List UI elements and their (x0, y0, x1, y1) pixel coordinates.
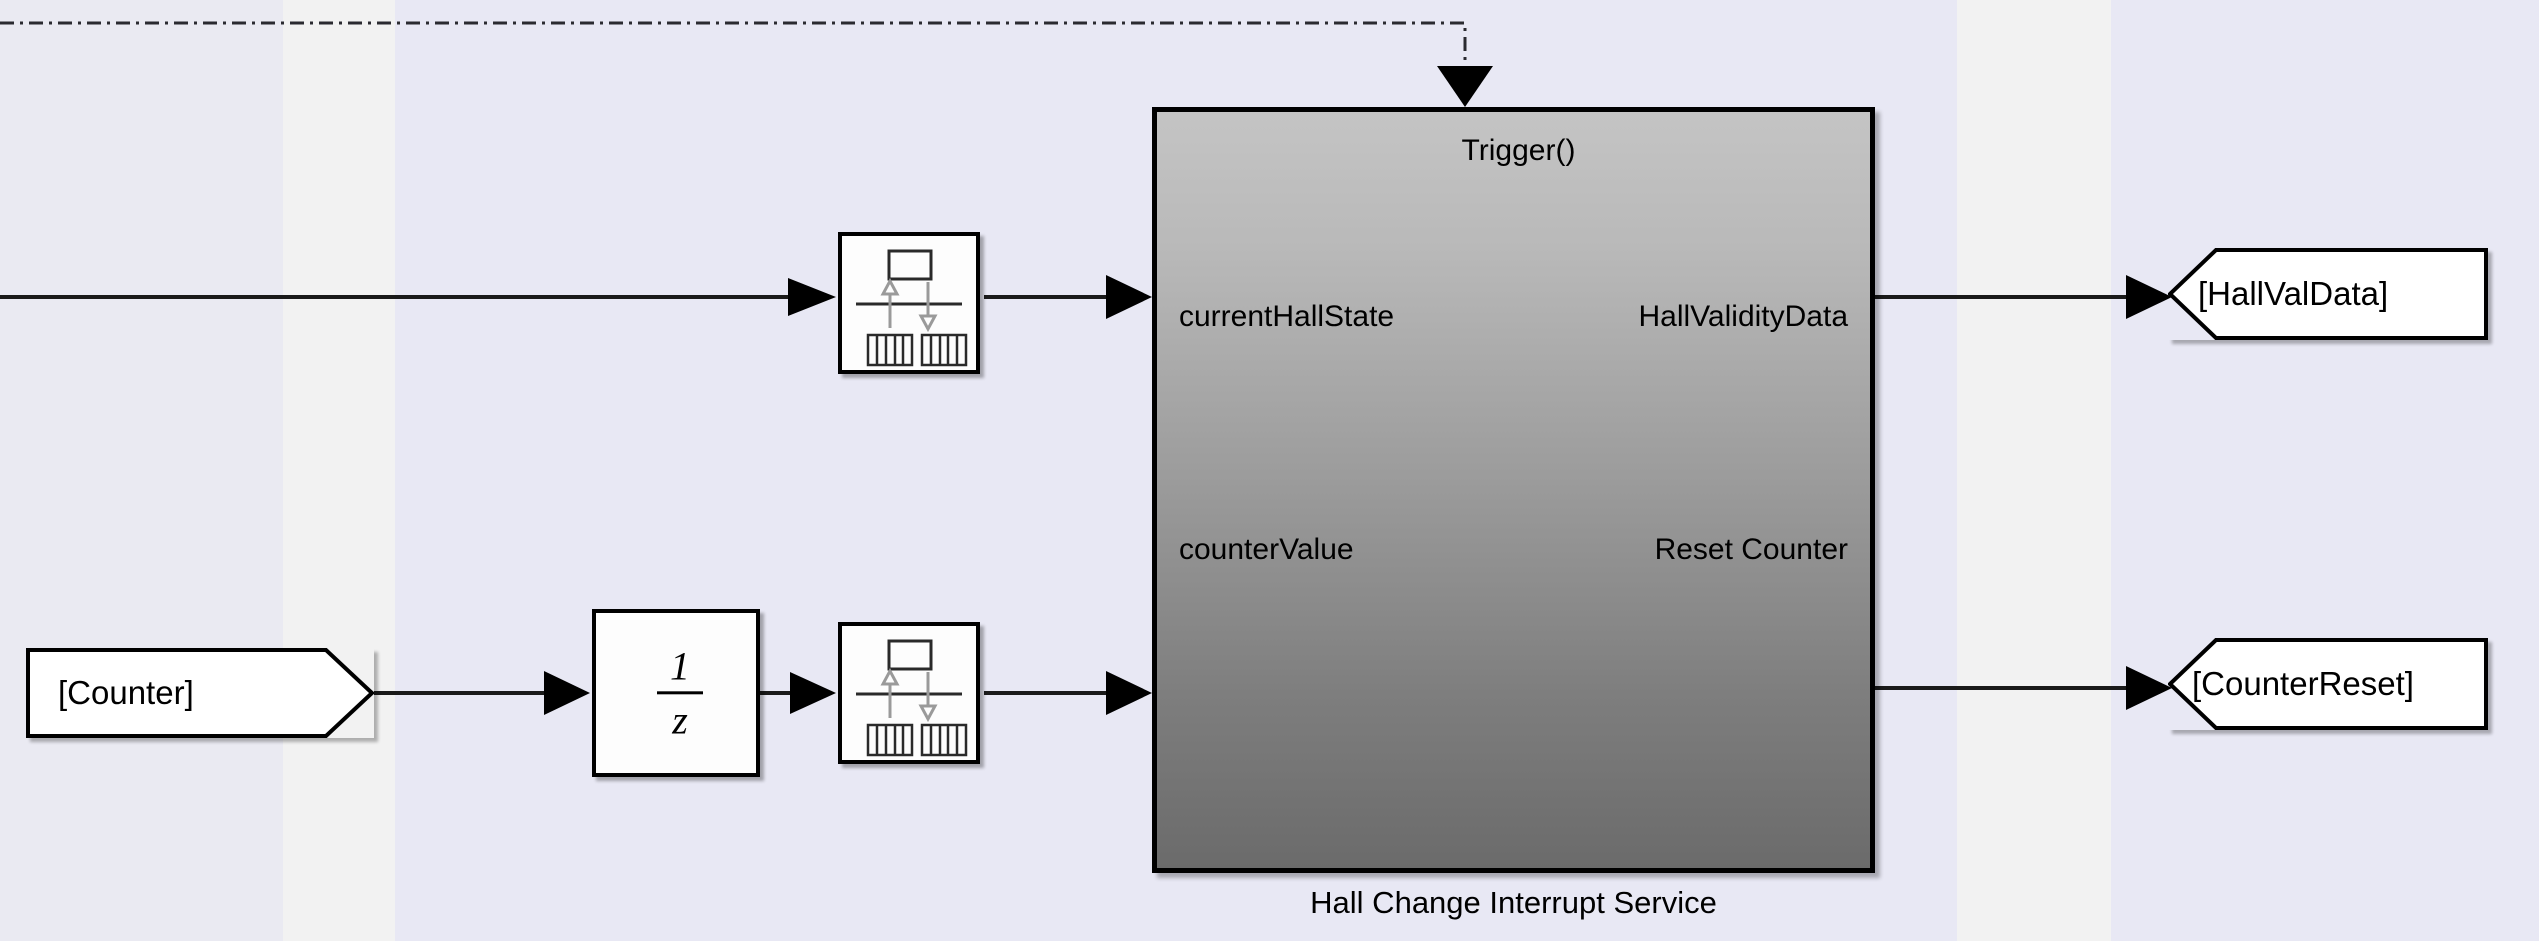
unit-delay-denominator: z (672, 697, 688, 743)
counter-to-unit-delay-wire (374, 671, 590, 715)
fraction-bar-icon (657, 691, 703, 695)
hall-state-input-wire (0, 278, 836, 316)
counter-value-to-subsystem-wire (984, 671, 1152, 715)
hall-validity-output-wire (1875, 275, 2172, 319)
goto-block-counter-reset[interactable]: [CounterReset] (2168, 638, 2488, 730)
unit-delay-numerator: 1 (670, 643, 690, 689)
rate-transition-icon (856, 639, 968, 757)
trigger-signal-wire (0, 21, 1493, 107)
output-port-reset-counter: Reset Counter (1654, 533, 1848, 566)
unit-delay-expression: 1 z (596, 643, 764, 743)
goto-block-hall-validity-data-label: [HallValData] (2198, 275, 2389, 312)
subsystem-caption: Hall Change Interrupt Service (1310, 885, 1717, 920)
from-block-counter[interactable]: [Counter] (26, 648, 374, 738)
from-block-counter-label: [Counter] (58, 674, 194, 711)
rate-transition-block-top[interactable] (838, 232, 980, 374)
input-port-current-hall-state: currentHallState (1179, 300, 1395, 333)
output-port-hall-validity-data: HallValidityData (1638, 300, 1848, 333)
reset-counter-output-wire (1875, 666, 2172, 710)
input-port-counter-value: counterValue (1179, 533, 1354, 566)
goto-block-counter-reset-label: [CounterReset] (2192, 665, 2414, 702)
unit-delay-block[interactable]: 1 z (592, 609, 760, 777)
unit-delay-to-rate-transition-wire (760, 672, 836, 714)
hall-state-to-subsystem-wire (984, 275, 1152, 319)
trigger-port-label: Trigger() (1461, 134, 1576, 167)
rate-transition-block-bottom[interactable] (838, 622, 980, 764)
rate-transition-icon (856, 249, 968, 367)
goto-block-hall-validity-data[interactable]: [HallValData] (2168, 248, 2488, 340)
subsystem-block-hall-change-interrupt-service[interactable]: Trigger() currentHallState counterValue … (1152, 107, 1875, 873)
